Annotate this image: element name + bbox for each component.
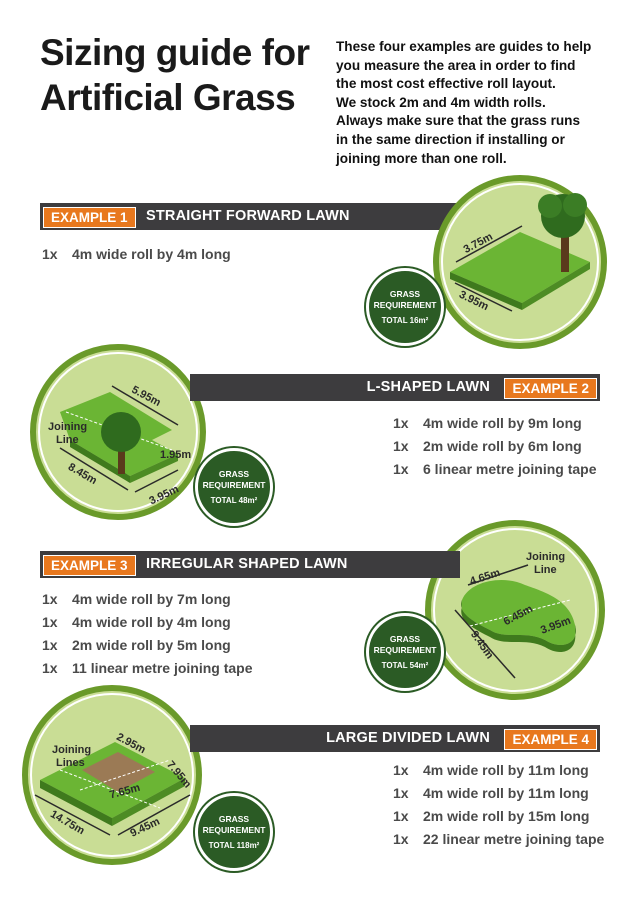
example-3-grass-requirement: GRASS REQUIREMENT TOTAL 54m² bbox=[366, 613, 444, 691]
svg-text:Lines: Lines bbox=[56, 757, 85, 769]
intro-line: joining more than one roll. bbox=[336, 150, 507, 166]
example-3-tag: EXAMPLE 3 bbox=[43, 555, 136, 576]
example-4-total: TOTAL 118m² bbox=[208, 841, 260, 850]
example-4-tag: EXAMPLE 4 bbox=[504, 729, 597, 750]
example-1-illustration: 3.75m 3.95m bbox=[433, 175, 607, 349]
example-1-title: STRAIGHT FORWARD LAWN bbox=[146, 208, 350, 224]
example-2-total: TOTAL 48m² bbox=[210, 496, 258, 505]
example-1-total: TOTAL 16m² bbox=[381, 316, 429, 325]
example-2-grass-requirement: GRASS REQUIREMENT TOTAL 48m² bbox=[195, 448, 273, 526]
example-1-grass-requirement: GRASS REQUIREMENT TOTAL 16m² bbox=[366, 268, 444, 346]
example-1-band: EXAMPLE 1 STRAIGHT FORWARD LAWN bbox=[40, 203, 510, 230]
title-line-2: Artificial Grass bbox=[40, 77, 296, 118]
intro-line: Always make sure that the grass runs bbox=[336, 113, 581, 129]
svg-text:Joining: Joining bbox=[526, 551, 565, 563]
intro-line: We stock 2m and 4m width rolls. bbox=[336, 94, 546, 110]
example-2-tag: EXAMPLE 2 bbox=[504, 378, 597, 399]
svg-text:1.95m: 1.95m bbox=[160, 449, 191, 461]
example-3-title: IRREGULAR SHAPED LAWN bbox=[146, 556, 348, 572]
example-2-illustration: 5.95m 1.95m 8.45m 3.95m Joining Line bbox=[30, 344, 206, 520]
intro-line: the most cost effective roll layout. bbox=[336, 76, 556, 92]
example-2-band: L-SHAPED LAWN EXAMPLE 2 bbox=[190, 374, 600, 401]
example-3-illustration: 4.65m 6.45m 3.95m 9.45m Joining Line bbox=[425, 520, 605, 700]
example-4-band: LARGE DIVIDED LAWN EXAMPLE 4 bbox=[190, 725, 600, 752]
svg-text:Line: Line bbox=[56, 434, 79, 446]
example-3-band: EXAMPLE 3 IRREGULAR SHAPED LAWN bbox=[40, 551, 460, 578]
svg-text:Joining: Joining bbox=[52, 744, 91, 756]
svg-text:Line: Line bbox=[534, 564, 557, 576]
example-4-grass-requirement: GRASS REQUIREMENT TOTAL 118m² bbox=[195, 793, 273, 871]
example-4-illustration: 2.95m 7.95m 7.65m 14.75m 9.45m Joining L… bbox=[22, 685, 202, 865]
title-line-1: Sizing guide for bbox=[40, 32, 310, 73]
intro-text: These four examples are guides to help y… bbox=[336, 38, 626, 168]
example-4-title: LARGE DIVIDED LAWN bbox=[326, 730, 490, 746]
example-1-tag: EXAMPLE 1 bbox=[43, 207, 136, 228]
page-title: Sizing guide for Artificial Grass bbox=[40, 30, 310, 120]
example-2-title: L-SHAPED LAWN bbox=[366, 379, 490, 395]
svg-text:Joining: Joining bbox=[48, 421, 87, 433]
intro-line: in the same direction if installing or bbox=[336, 131, 565, 147]
intro-line: These four examples are guides to help bbox=[336, 39, 592, 54]
intro-line: you measure the area in order to find bbox=[336, 57, 576, 73]
example-3-total: TOTAL 54m² bbox=[381, 661, 429, 670]
